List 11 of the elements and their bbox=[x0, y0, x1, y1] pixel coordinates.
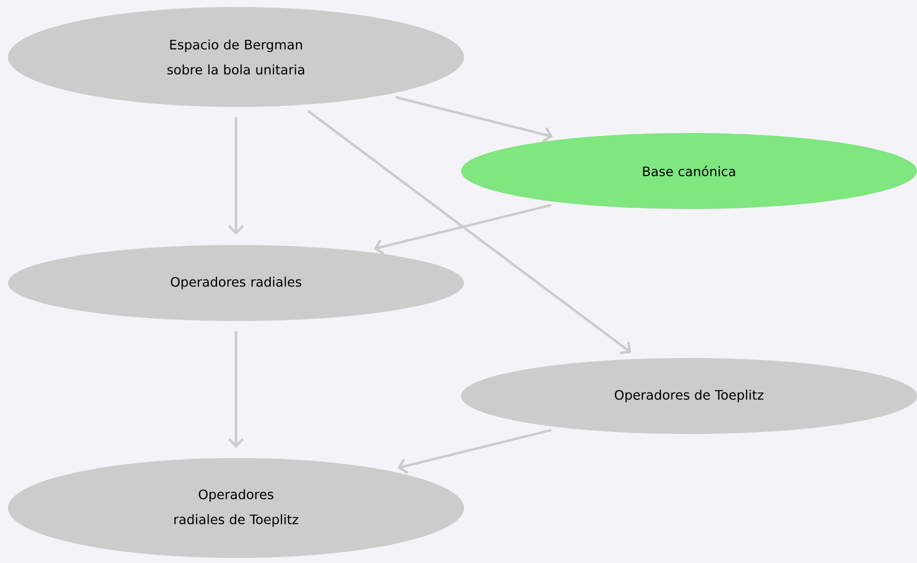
arrow bbox=[374, 204, 552, 255]
ellipse-node: Espacio de Bergman sobre la bola unitaria bbox=[8, 7, 464, 107]
arrow bbox=[228, 331, 244, 448]
ellipse-node: Operadores radiales bbox=[8, 245, 464, 321]
ellipse-node: Base canónica bbox=[461, 133, 917, 209]
arrow bbox=[396, 96, 553, 142]
ellipse-node: Operadores radiales de Toeplitz bbox=[8, 458, 464, 558]
arrow bbox=[308, 110, 632, 354]
ellipse-node: Operadores de Toeplitz bbox=[461, 358, 917, 434]
arrow bbox=[397, 428, 552, 474]
arrow bbox=[228, 117, 244, 235]
